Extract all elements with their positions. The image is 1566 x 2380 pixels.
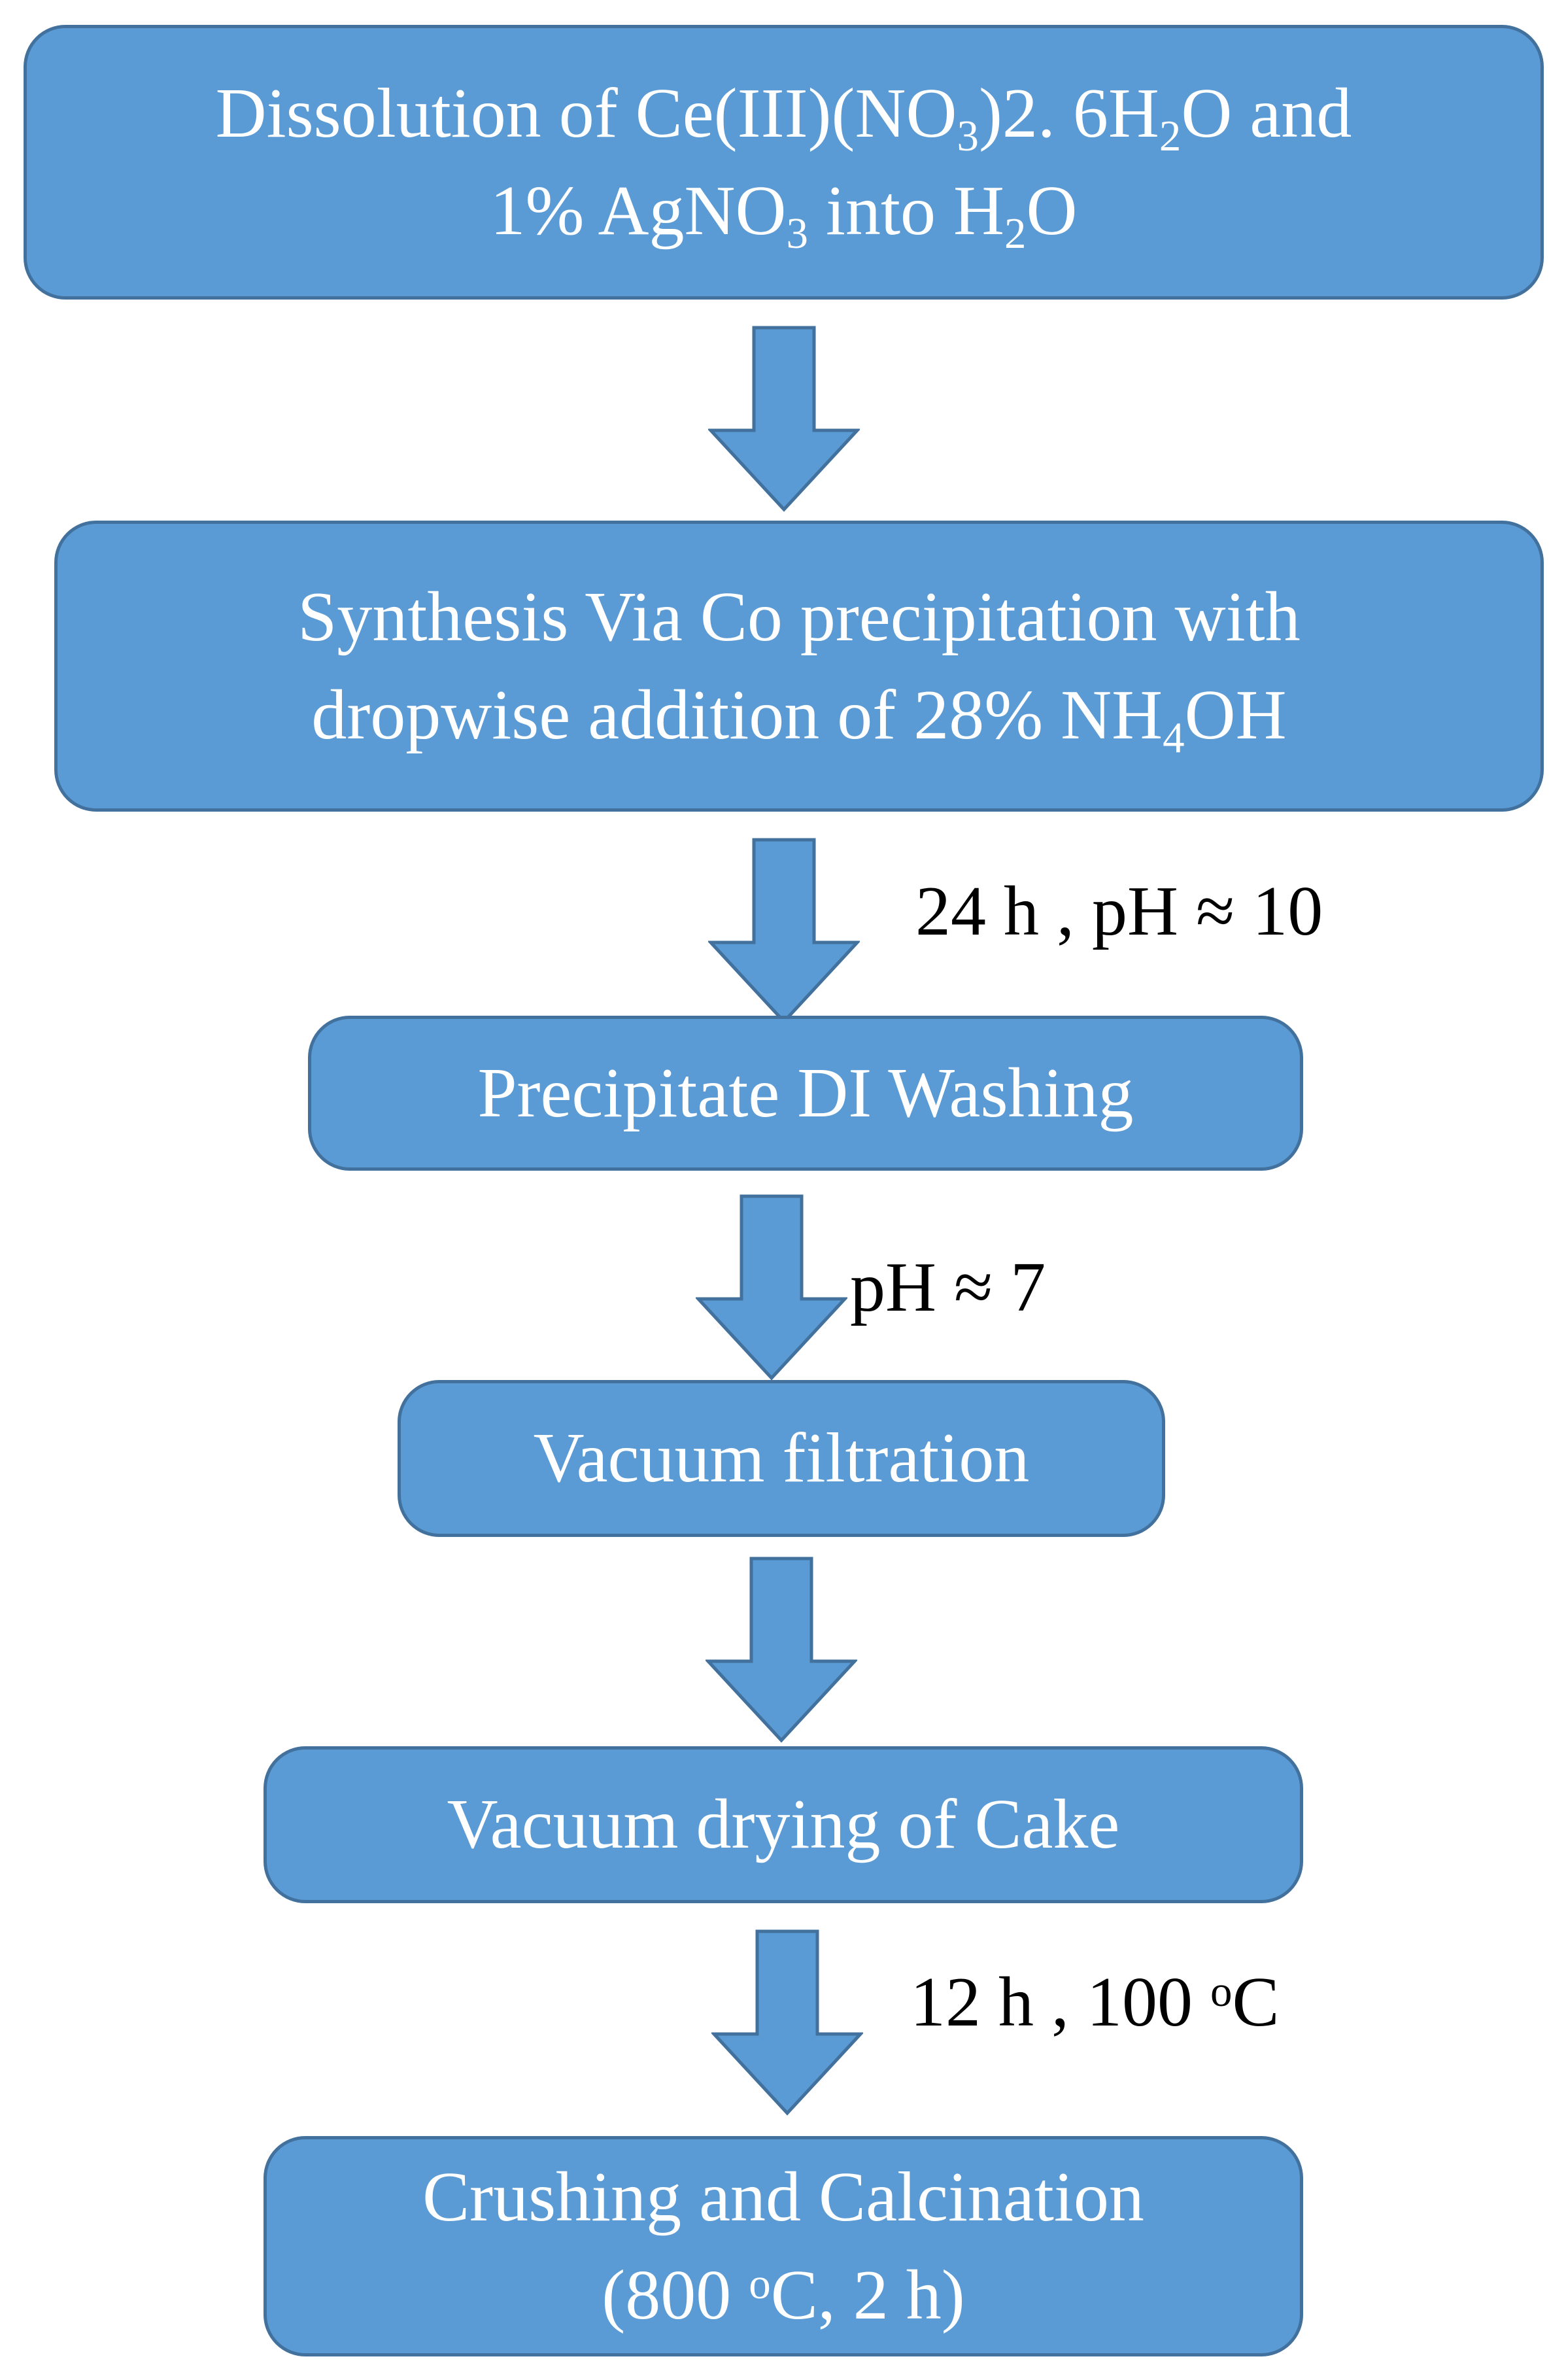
superscript-text: o: [749, 2260, 771, 2309]
condition-label-drying: 12 h , 100 oC: [910, 1967, 1280, 2038]
text-segment: OH: [1184, 676, 1287, 754]
down-arrow-icon: [711, 1929, 863, 2116]
condition-label-neutral: pH ≈ 7: [850, 1252, 1046, 1323]
step-text-line: dropwise addition of 28% NH4OH: [311, 666, 1286, 764]
text-segment: O: [1026, 172, 1078, 250]
text-segment: (800: [602, 2256, 749, 2334]
text-segment: Precipitate DI Washing: [477, 1054, 1134, 1132]
text-segment: dropwise addition of 28% NH: [311, 676, 1163, 754]
text-segment: 1% AgNO: [490, 172, 787, 250]
text-segment: )2. 6H: [978, 74, 1159, 152]
step-box-filtration: Vacuum filtration: [398, 1380, 1165, 1537]
text-segment: Dissolution of Ce(III)(NO: [215, 74, 957, 152]
subscript-text: 3: [786, 209, 808, 258]
step-text-line: Synthesis Via Co precipitation with: [298, 568, 1300, 666]
step-box-washing: Precipitate DI Washing: [308, 1016, 1303, 1171]
down-arrow-icon: [706, 1557, 857, 1743]
text-segment: Crushing and Calcination: [422, 2158, 1144, 2237]
subscript-text: 3: [957, 112, 979, 161]
subscript-text: 2: [1159, 112, 1182, 161]
down-arrow-icon: [696, 1194, 847, 1381]
text-segment: O and: [1181, 74, 1352, 152]
subscript-text: 2: [1004, 209, 1027, 258]
step-text-line: Vacuum drying of Cake: [447, 1776, 1120, 1873]
down-arrow-icon: [708, 838, 860, 1024]
condition-label-aging: 24 h , pH ≈ 10: [915, 876, 1323, 947]
step-box-synthesis: Synthesis Via Co precipitation with dropw…: [54, 521, 1544, 812]
superscript-text: o: [1210, 1967, 1233, 2016]
text-segment: 12 h , 100: [910, 1963, 1210, 2041]
step-text-line: Dissolution of Ce(III)(NO3)2. 6H2O and: [216, 65, 1352, 162]
text-segment: Vacuum filtration: [533, 1419, 1030, 1498]
text-segment: 24 h , pH ≈ 10: [915, 872, 1323, 950]
step-text-line: (800 oC, 2 h): [602, 2247, 964, 2344]
text-segment: C, 2 h): [770, 2256, 965, 2334]
subscript-text: 4: [1163, 713, 1185, 762]
step-text-line: Vacuum filtration: [534, 1409, 1030, 1507]
step-text-line: Crushing and Calcination: [422, 2148, 1144, 2246]
step-box-calcination: Crushing and Calcination (800 oC, 2 h): [264, 2136, 1303, 2356]
text-segment: into H: [808, 172, 1004, 250]
text-segment: Synthesis Via Co precipitation with: [298, 578, 1301, 657]
step-text-line: 1% AgNO3 into H2O: [490, 162, 1078, 260]
text-segment: Vacuum drying of Cake: [447, 1785, 1120, 1864]
step-box-drying: Vacuum drying of Cake: [264, 1746, 1303, 1903]
step-text-line: Precipitate DI Washing: [477, 1044, 1133, 1142]
text-segment: C: [1232, 1963, 1280, 2041]
down-arrow-icon: [708, 326, 860, 512]
text-segment: pH ≈ 7: [850, 1249, 1046, 1326]
